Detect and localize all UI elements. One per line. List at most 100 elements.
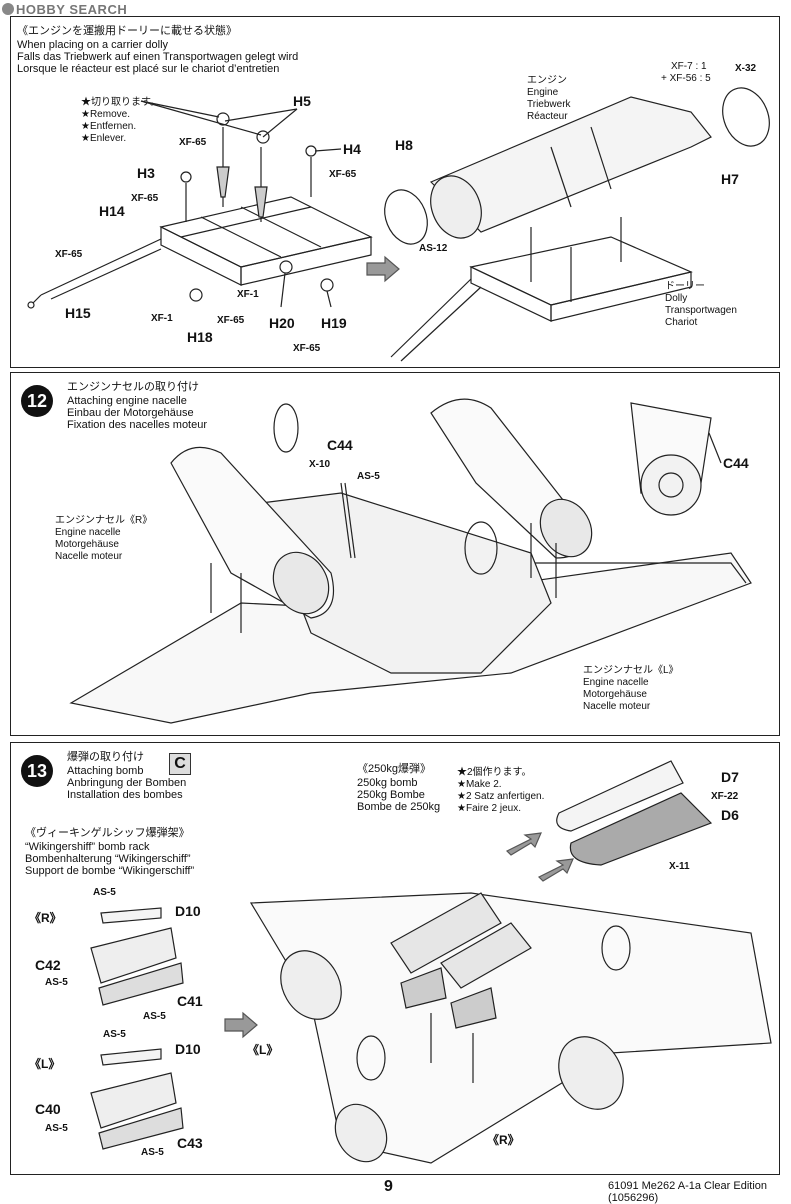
step12-title-fr: Fixation des nacelles moteur [67,419,208,431]
step12-title-jp: エンジンナセルの取り付け [67,381,199,393]
rack-label-en: “Wikingershiff” bomb rack [25,841,150,853]
bomb-label-en: 250kg bomb [357,777,418,789]
paint-label-xf65: XF-65 [131,193,159,204]
rack-label-jp: 《ヴィーキンゲルシッフ爆弾架》 [25,827,190,839]
panel-step-12: 12 エンジンナセルの取り付け Attaching engine nacelle… [10,372,780,736]
rack-label-fr: Support de bombe “Wikingerschiff” [25,865,195,877]
paint-label-as5: AS-5 [45,1123,68,1134]
part-label-d10: D10 [175,903,201,919]
paint-label-xf65: XF-65 [55,249,83,260]
side-label-r: 《R》 [487,1133,520,1147]
engine-label-jp: エンジン [527,75,567,86]
step13-title-fr: Installation des bombes [67,789,183,801]
remove-note-fr: ★Enlever. [81,133,127,144]
part-label-h3: H3 [137,165,155,181]
paint-label-xf22: XF-22 [711,791,739,802]
nacelle-r-en: Engine nacelle [55,527,121,538]
paint-label-xf65: XF-65 [329,169,357,180]
dolly-illustration [27,87,770,362]
part-label-h18: H18 [187,329,213,345]
bomb-label-jp: 《250kg爆弾》 [357,763,431,775]
part-label-h8: H8 [395,137,413,153]
paint-label-as5: AS-5 [103,1029,126,1040]
paint-label-x32: X-32 [735,63,757,74]
part-label-h20: H20 [269,315,295,331]
dolly-label-en: Dolly [665,293,688,304]
paint-label-x11: X-11 [669,861,690,872]
step12-title-de: Einbau der Motorgehäuse [67,407,194,419]
paint-mix-line1: XF-7 : 1 [671,61,707,72]
remove-note-en: ★Remove. [81,109,130,120]
nacelle-illustration [69,398,752,724]
side-label-l: 《L》 [247,1043,279,1057]
product-id: 61091 Me262 A-1a Clear Edition (1056296) [608,1180,767,1204]
rack-label-de: Bombenhalterung “Wikingerschiff” [25,853,191,865]
section-letter-badge: C [169,753,191,775]
panel-step-13: 13 爆弾の取り付け Attaching bomb Anbringung der… [10,742,780,1175]
paint-label-as5: AS-5 [141,1147,164,1158]
part-label-h14: H14 [99,203,125,219]
paint-label-xf1: XF-1 [151,313,173,324]
step-number: 12 [21,385,53,417]
step13-title-de: Anbringung der Bomben [67,777,187,789]
part-label-c44: C44 [723,455,749,471]
part-label-d7: D7 [721,769,739,785]
part-label-h5: H5 [293,93,311,109]
make2-de: ★2 Satz anfertigen. [457,791,545,802]
panel1-title-jp: 《エンジンを運搬用ドーリーに載せる状態》 [17,25,237,37]
side-label-r: 《R》 [29,911,62,925]
nacelle-l-en: Engine nacelle [583,677,649,688]
paint-label-as5: AS-5 [357,471,380,482]
page-number: 9 [384,1178,393,1195]
panel1-title-fr: Lorsque le réacteur est placé sur le cha… [17,63,280,75]
bomb-illustration [90,760,772,1164]
step13-title-jp: 爆弾の取り付け [67,751,144,763]
paint-label-xf65: XF-65 [217,315,245,326]
step13-title-en: Attaching bomb [67,765,144,777]
bomb-label-fr: Bombe de 250kg [357,801,441,813]
part-label-c44: C44 [327,437,353,453]
part-label-c41: C41 [177,993,203,1009]
bomb-label-de: 250kg Bombe [357,789,425,801]
part-label-h19: H19 [321,315,347,331]
make2-fr: ★Faire 2 jeux. [457,803,521,814]
part-label-d6: D6 [721,807,739,823]
step-number: 13 [21,755,53,787]
paint-label-xf65: XF-65 [179,137,207,148]
dolly-label-de: Transportwagen [665,305,737,316]
side-label-l: 《L》 [29,1057,61,1071]
site-logo: HOBBY SEARCH [2,2,127,17]
step12-title-en: Attaching engine nacelle [67,395,187,407]
paint-label-as5: AS-5 [93,887,116,898]
paint-label-x10: X-10 [309,459,331,470]
paint-mix-line2: + XF-56 : 5 [661,73,711,84]
part-label-h4: H4 [343,141,361,157]
nacelle-r-jp: エンジンナセル《R》 [55,515,153,526]
make2-jp: ★2個作ります。 [457,767,532,778]
dolly-label-jp: ドーリー [665,281,705,292]
panel-dolly: 《エンジンを運搬用ドーリーに載せる状態》 When placing on a c… [10,16,780,368]
part-label-c40: C40 [35,1101,61,1117]
nacelle-r-fr: Nacelle moteur [55,551,123,562]
nacelle-l-jp: エンジンナセル《L》 [583,665,679,676]
dolly-label-fr: Chariot [665,317,698,328]
nacelle-l-fr: Nacelle moteur [583,701,651,712]
part-label-c43: C43 [177,1135,203,1151]
remove-note-de: ★Entfernen. [81,121,137,132]
engine-label-de: Triebwerk [527,99,571,110]
part-label-h7: H7 [721,171,739,187]
paint-label-xf1: XF-1 [237,289,259,300]
engine-label-fr: Réacteur [527,111,568,122]
part-label-d10: D10 [175,1041,201,1057]
paint-label-as5: AS-5 [45,977,68,988]
remove-note-jp: ★切り取ります。 [81,97,160,108]
paint-label-xf65: XF-65 [293,343,321,354]
engine-label-en: Engine [527,87,559,98]
nacelle-l-de: Motorgehäuse [583,689,647,700]
panel1-title-de: Falls das Triebwerk auf einen Transportw… [17,51,299,63]
panel1-title-en: When placing on a carrier dolly [17,39,169,51]
logo-mark-icon [2,3,14,15]
paint-label-as5: AS-5 [143,1011,166,1022]
part-label-c42: C42 [35,957,61,973]
nacelle-r-de: Motorgehäuse [55,539,119,550]
